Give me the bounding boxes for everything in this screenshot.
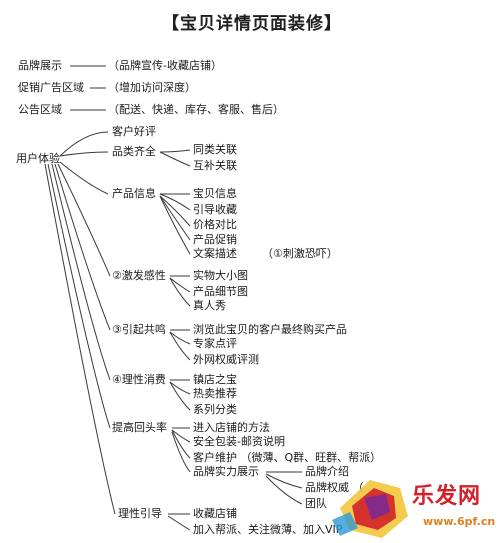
node-pi-2: 引导收藏	[193, 203, 237, 216]
node-rep-2: 安全包装-邮资说明	[193, 435, 285, 448]
node-stim-2: 产品细节图	[193, 285, 248, 298]
node-rat-3: 系列分类	[193, 403, 237, 416]
node-reviews: 客户好评	[112, 125, 156, 138]
node-notice-note: （配送、快递、库存、客服、售后）	[108, 103, 284, 116]
node-guide: 理性引导	[118, 507, 162, 520]
node-ux: 用户体验	[16, 152, 60, 165]
node-promo-note: （增加访问深度）	[108, 81, 196, 94]
node-reson-3: 外网权威评测	[193, 353, 259, 366]
watermark-text: 乐发网	[412, 483, 482, 509]
node-complement: 互补关联	[193, 159, 237, 172]
node-rat-1: 镇店之宝	[193, 373, 237, 386]
node-stim: ②激发感性	[112, 269, 166, 282]
node-stim-1: 实物大小图	[193, 269, 248, 282]
node-bs-2: 品牌权威 （	[305, 481, 364, 494]
node-rep-1: 进入店铺的方法	[193, 421, 270, 434]
node-pi-3: 价格对比	[193, 218, 237, 231]
node-rep-3: 客户维护 （微薄、Q群、旺群、帮派）	[193, 451, 382, 464]
node-brand: 品牌展示	[18, 59, 62, 72]
node-reson: ③引起共鸣	[112, 323, 166, 336]
watermark-logo	[332, 480, 408, 538]
node-repeat: 提高回头率	[112, 421, 167, 434]
node-guide-2: 加入帮派、关注微薄、加入VIP	[193, 523, 343, 536]
node-product-info: 产品信息	[112, 187, 156, 200]
node-pi-note: （①刺激恐吓）	[262, 247, 338, 260]
node-bs-3: 团队	[305, 497, 327, 510]
node-reson-1: 浏览此宝贝的客户最终购买产品	[193, 323, 347, 336]
node-rat-2: 热卖推荐	[193, 387, 237, 400]
node-notice: 公告区域	[18, 103, 62, 116]
node-same-cat: 同类关联	[193, 143, 237, 156]
node-category: 品类齐全	[112, 145, 156, 158]
node-promo: 促销广告区域	[18, 81, 84, 94]
node-brand-note: （品牌宣传-收藏店铺）	[108, 59, 222, 72]
node-rep-4: 品牌实力展示	[193, 465, 259, 478]
node-pi-4: 产品促销	[193, 233, 237, 246]
watermark-url: www.6pf.cn	[423, 515, 496, 528]
node-pi-1: 宝贝信息	[193, 187, 237, 200]
page-title: 【宝贝详情页面装修】	[162, 14, 342, 34]
node-stim-3: 真人秀	[193, 299, 226, 312]
node-pi-5: 文案描述	[193, 247, 237, 260]
node-bs-1: 品牌介绍	[305, 465, 349, 478]
node-guide-1: 收藏店铺	[193, 507, 237, 520]
node-reson-2: 专家点评	[193, 337, 237, 350]
node-rational: ④理性消费	[112, 373, 166, 386]
